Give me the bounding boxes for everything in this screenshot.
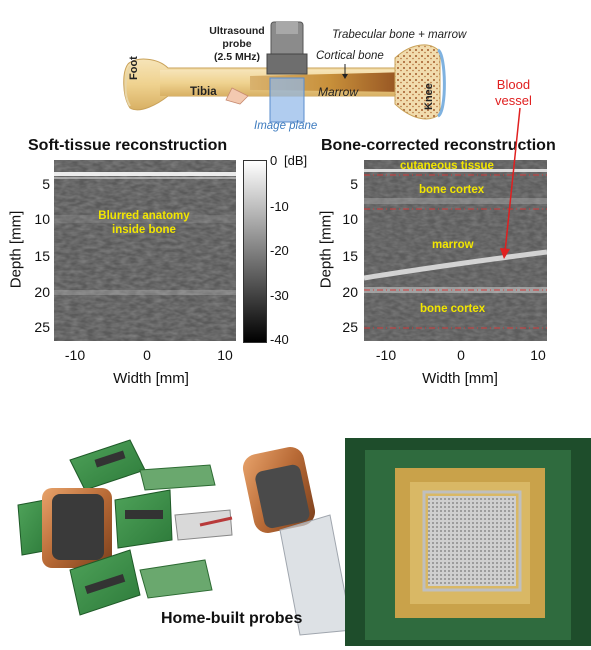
right-y-tick-10: 10 <box>342 211 358 227</box>
layer-label-marrow: marrow <box>432 239 474 251</box>
left-annotation-line2: inside bone <box>112 224 176 236</box>
right-y-tick-25: 25 <box>342 319 358 335</box>
right-x-tick-neg10: -10 <box>375 347 397 363</box>
right-ultrasound-image: cutaneous tissue bone cortex marrow bone… <box>364 160 547 341</box>
array-chip-photo <box>345 438 591 646</box>
colorbar-unit: [dB] <box>284 153 308 168</box>
probe-photos: Home-built probes <box>0 430 591 650</box>
layer-label-cutaneous: cutaneous tissue <box>400 160 494 172</box>
tibia-label: Tibia <box>190 86 217 98</box>
left-x-tick-0: 0 <box>143 347 151 363</box>
probe-label-line3: (2.5 MHz) <box>213 51 261 63</box>
knee-label: Knee <box>423 83 435 110</box>
handheld-probe <box>242 447 353 636</box>
probe-label: Ultrasound probe (2.5 MHz) <box>205 25 269 64</box>
right-x-tick-10: 10 <box>530 347 546 363</box>
right-y-tick-20: 20 <box>342 284 358 300</box>
left-y-axis-label: Depth [mm] <box>7 210 25 289</box>
right-y-tick-15: 15 <box>342 248 358 264</box>
colorbar-tick-neg20: -20 <box>270 243 289 258</box>
photos-caption: Home-built probes <box>161 610 303 627</box>
left-y-tick-25: 25 <box>34 319 50 335</box>
right-x-tick-0: 0 <box>457 347 465 363</box>
right-y-tick-5: 5 <box>350 176 358 192</box>
left-ultrasound-image: Blurred anatomy inside bone <box>54 160 236 341</box>
left-y-tick-5: 5 <box>42 176 50 192</box>
layer-label-cortex-bottom: bone cortex <box>420 303 486 315</box>
left-annotation-line1: Blurred anatomy <box>98 210 190 222</box>
bone-illustration <box>123 21 446 123</box>
colorbar <box>243 160 267 343</box>
probe-label-line2: probe <box>222 38 252 50</box>
right-x-axis-label: Width [mm] <box>422 370 498 387</box>
trabecular-label: Trabecular bone + marrow <box>332 29 467 41</box>
colorbar-tick-neg30: -30 <box>270 288 289 303</box>
cortical-label: Cortical bone <box>316 50 384 62</box>
left-y-tick-20: 20 <box>34 284 50 300</box>
bone-diagram: Ultrasound probe (2.5 MHz) Trabecular bo… <box>0 0 591 135</box>
foot-label: Foot <box>128 56 140 80</box>
left-x-tick-neg10: -10 <box>64 347 86 363</box>
left-annotation: Blurred anatomy inside bone <box>94 209 194 237</box>
left-y-tick-15: 15 <box>34 248 50 264</box>
left-x-axis-label: Width [mm] <box>113 370 189 387</box>
image-plane-label: Image plane <box>254 120 318 132</box>
left-y-tick-10: 10 <box>34 211 50 227</box>
colorbar-tick-neg40: -40 <box>270 332 289 347</box>
blood-vessel-line1: Blood <box>496 77 531 92</box>
layer-label-cortex-top: bone cortex <box>419 184 485 196</box>
colorbar-tick-neg10: -10 <box>270 199 289 214</box>
probe-photos-illustration <box>17 438 591 646</box>
colorbar-tick-0: 0 <box>270 153 278 168</box>
left-panel-title: Soft-tissue reconstruction <box>28 137 228 154</box>
right-y-axis-label: Depth [mm] <box>317 210 335 289</box>
marrow-label: Marrow <box>318 85 359 99</box>
probe-label-line1: Ultrasound <box>209 25 265 37</box>
blood-vessel-line2: vessel <box>495 93 532 108</box>
blood-vessel-label: Blood vessel <box>495 77 532 109</box>
pcb-top-left <box>69 439 146 491</box>
right-panel-title: Bone-corrected reconstruction <box>321 137 556 154</box>
left-x-tick-10: 10 <box>217 347 233 363</box>
